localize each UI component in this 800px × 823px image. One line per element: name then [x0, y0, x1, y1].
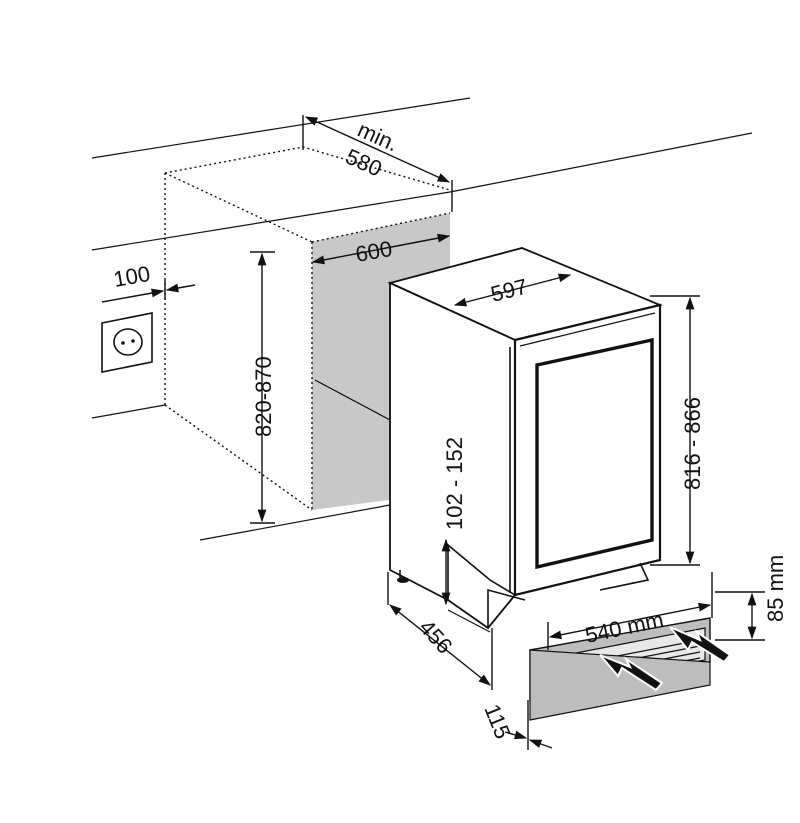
vent-height-label: 85 mm — [763, 555, 788, 622]
socket-offset-label: 100 — [112, 261, 153, 292]
worktop-lines — [91, 97, 753, 541]
power-socket-icon — [101, 312, 153, 373]
appliance-depth-label: 456 — [414, 615, 457, 659]
plinth-height-label: 102 - 152 — [442, 437, 467, 530]
appliance-height-label: 816 - 866 — [680, 397, 705, 490]
wine-cabinet — [387, 247, 663, 633]
niche-height-label: 820-870 — [251, 356, 276, 437]
vent-depth-label: 115 — [479, 701, 515, 743]
